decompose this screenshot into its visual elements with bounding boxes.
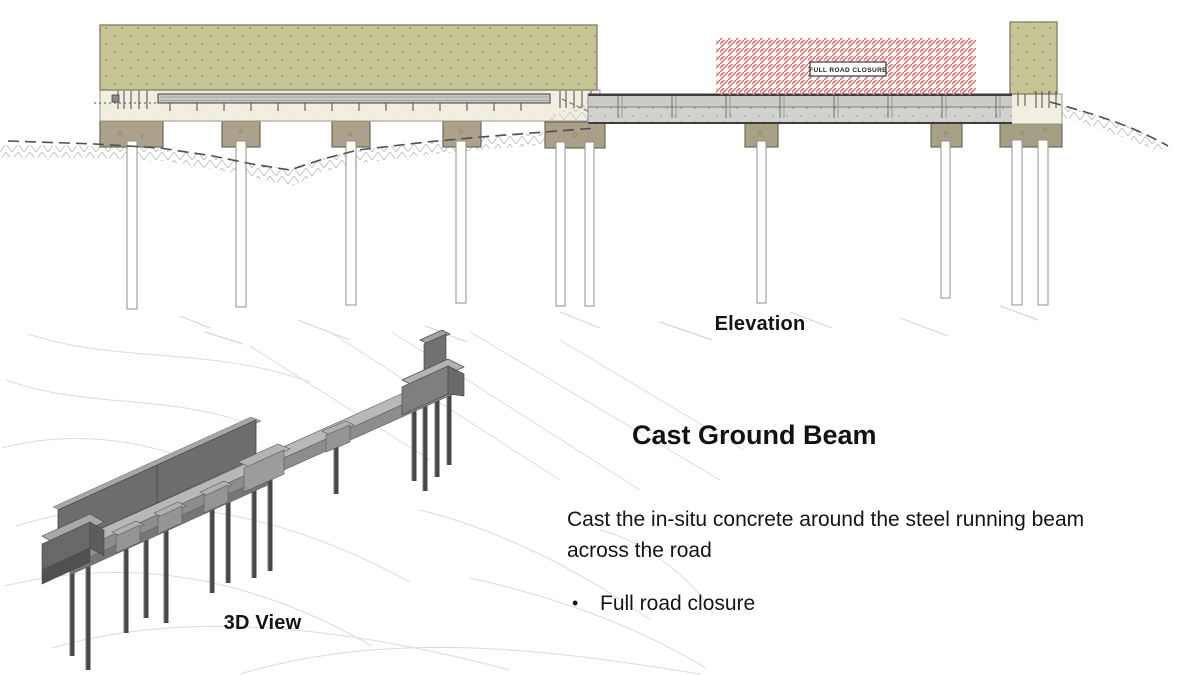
content-body-line1: Cast the in-situ concrete around the ste… xyxy=(567,508,1085,531)
road-closure-hatch: FULL ROAD CLOSURE xyxy=(716,38,976,95)
elevation-drawing: FULL ROAD CLOSURE xyxy=(0,21,1169,345)
three-d-drawing xyxy=(1,330,745,675)
closure-label-box xyxy=(809,61,887,77)
model-abutment xyxy=(41,513,105,585)
content-body: Cast the in-situ concrete around the ste… xyxy=(567,504,1200,566)
model-end-block xyxy=(401,330,465,416)
right-connection-detail xyxy=(1017,91,1057,108)
survey-strokes xyxy=(179,305,1039,345)
steel-running-beam xyxy=(157,93,551,111)
content-body-line2: across the road xyxy=(567,539,712,562)
three-d-caption: 3D View xyxy=(223,612,302,634)
bullet-icon: • xyxy=(572,593,579,613)
elevation-caption: Elevation xyxy=(714,313,806,335)
bullet-text: Full road closure xyxy=(600,592,756,615)
embankment-right xyxy=(1009,21,1058,95)
concrete-road-beam xyxy=(587,93,1012,124)
model-piles xyxy=(69,390,452,670)
closure-label: FULL ROAD CLOSURE xyxy=(809,67,887,74)
embankment-left xyxy=(99,24,598,91)
piles xyxy=(126,139,1049,310)
contour-lines xyxy=(1,331,745,675)
cap-detail-circles xyxy=(117,128,1047,138)
model-pile-caps xyxy=(111,420,355,554)
ground-line xyxy=(7,101,1169,171)
left-connection-detail xyxy=(94,91,158,109)
bullet-item: • Full road closure xyxy=(572,592,1172,616)
content-title: Cast Ground Beam xyxy=(632,420,877,450)
